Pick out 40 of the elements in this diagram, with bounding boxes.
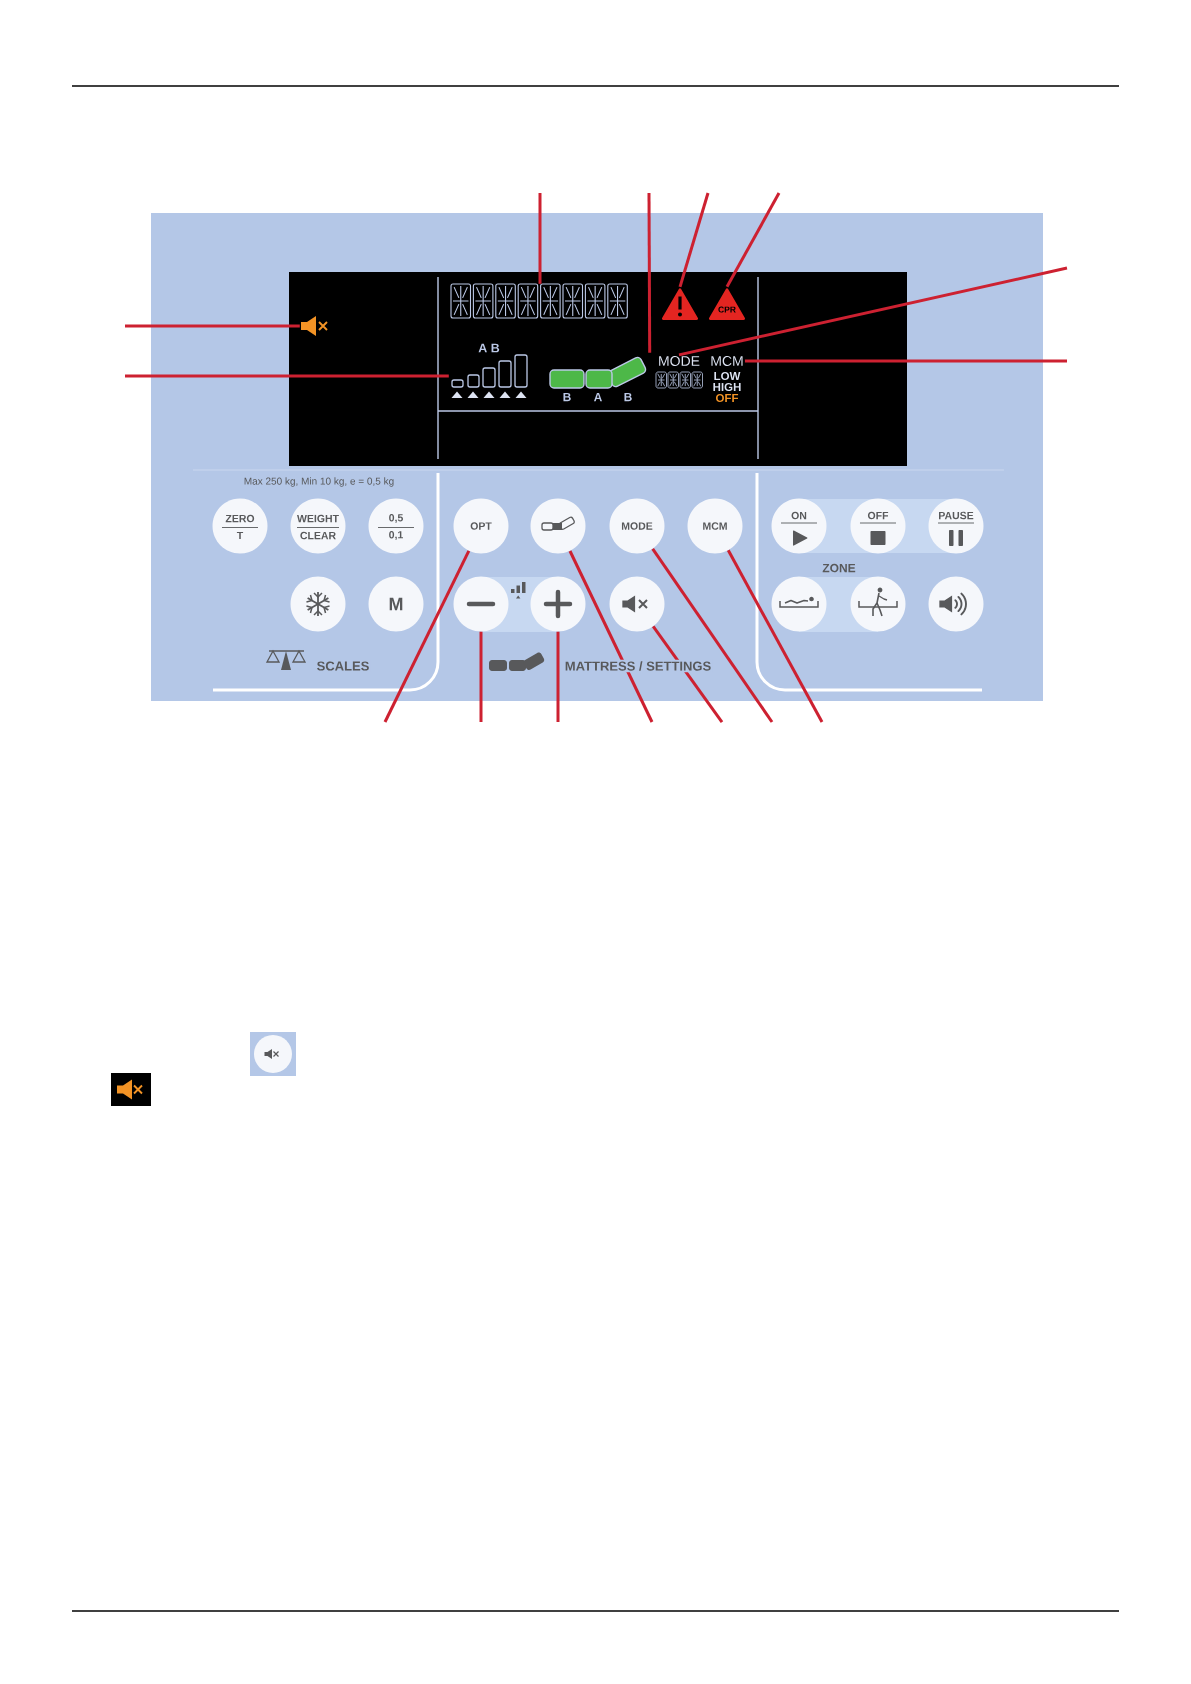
lcd-text: B bbox=[624, 392, 632, 402]
warning-triangle: CPR bbox=[708, 288, 746, 320]
round-button: MCM bbox=[687, 498, 743, 554]
leader-line bbox=[383, 550, 471, 723]
leader-line bbox=[568, 550, 654, 723]
leader-line bbox=[678, 192, 710, 288]
round-button: OFF bbox=[850, 498, 906, 554]
leader-line bbox=[744, 359, 1067, 363]
round-button: 0,5 0,1 bbox=[368, 498, 424, 554]
round-button: ON bbox=[771, 498, 827, 554]
lcd-text: LOW bbox=[714, 371, 741, 381]
leader-line bbox=[651, 625, 724, 723]
leader-line bbox=[125, 324, 300, 328]
leader-line bbox=[678, 266, 1068, 357]
segment-display bbox=[450, 283, 628, 319]
warning-triangle bbox=[661, 288, 699, 320]
leader-line bbox=[726, 549, 824, 723]
leader-line bbox=[647, 193, 652, 353]
leader-line bbox=[651, 547, 774, 723]
leader-line bbox=[556, 631, 560, 722]
lcd-display bbox=[289, 272, 907, 466]
lcd-text: MCM bbox=[711, 356, 743, 366]
round-button: MODE bbox=[609, 498, 665, 554]
leader-line bbox=[725, 192, 781, 288]
mute-icon bbox=[301, 316, 328, 336]
section-heading: ZONE bbox=[820, 562, 858, 574]
leader-line bbox=[479, 631, 483, 722]
lcd-text: A bbox=[593, 392, 602, 402]
lcd-text: A B bbox=[478, 343, 500, 353]
round-button: PAUSE bbox=[928, 498, 984, 554]
lcd-text: OFF bbox=[715, 393, 739, 403]
round-button: OPT bbox=[453, 498, 509, 554]
leader-line bbox=[125, 374, 449, 378]
lcd-text: MODE bbox=[659, 356, 700, 366]
round-button: ZERO T bbox=[212, 498, 268, 554]
leader-line bbox=[538, 193, 542, 284]
round-button: WEIGHT CLEAR bbox=[290, 498, 346, 554]
lcd-text: B bbox=[563, 392, 571, 402]
lcd-text: HIGH bbox=[713, 382, 741, 392]
round-button: M bbox=[368, 576, 424, 632]
